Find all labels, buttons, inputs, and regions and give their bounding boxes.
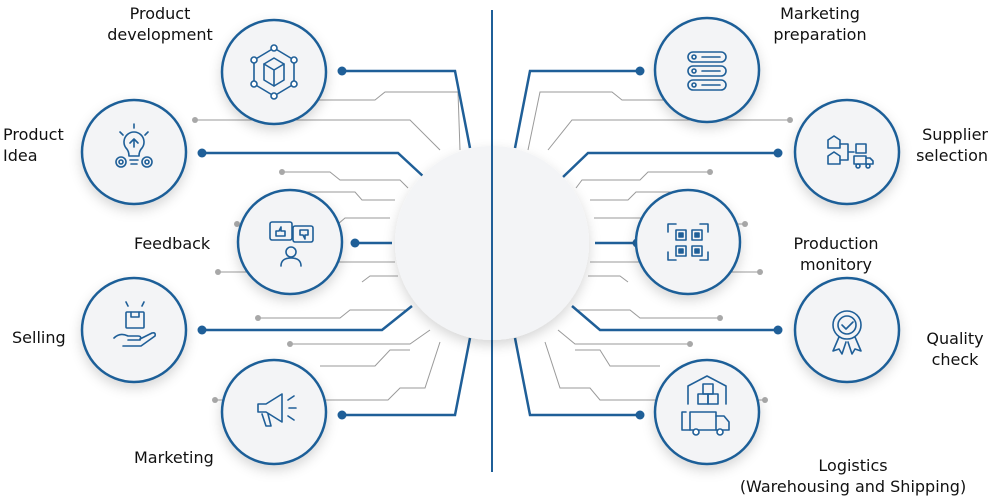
node-circle-marketing-preparation [653,16,761,124]
box-network-icon [250,44,298,100]
label-marketing: Marketing [134,448,214,467]
blue-wires [202,69,778,417]
node-circle-selling [80,276,188,384]
warehouse-truck-icon [827,135,874,169]
server-stack-icon [687,51,727,91]
truck-warehouse-icon [681,375,730,436]
quality-badge-icon [832,310,862,355]
label-selling: Selling [12,328,66,347]
node-circles [80,16,901,466]
node-circle-production-monitory [634,188,742,296]
megaphone-icon [257,393,297,427]
node-circle-marketing [220,358,328,466]
feedback-thumbs-icon [269,221,314,267]
label-feedback: Feedback [134,234,211,253]
blue-dots [197,66,783,420]
label-logistics: Logistics(Warehousing and Shipping) [739,456,967,496]
qr-scan-icon [667,223,709,261]
hand-box-icon [113,301,156,347]
node-circle-supplier-selection [793,98,901,206]
node-circle-feedback [236,188,344,296]
lightbulb-gears-icon [115,123,153,168]
node-circle-quality-check [793,276,901,384]
node-circle-product-idea [80,98,188,206]
